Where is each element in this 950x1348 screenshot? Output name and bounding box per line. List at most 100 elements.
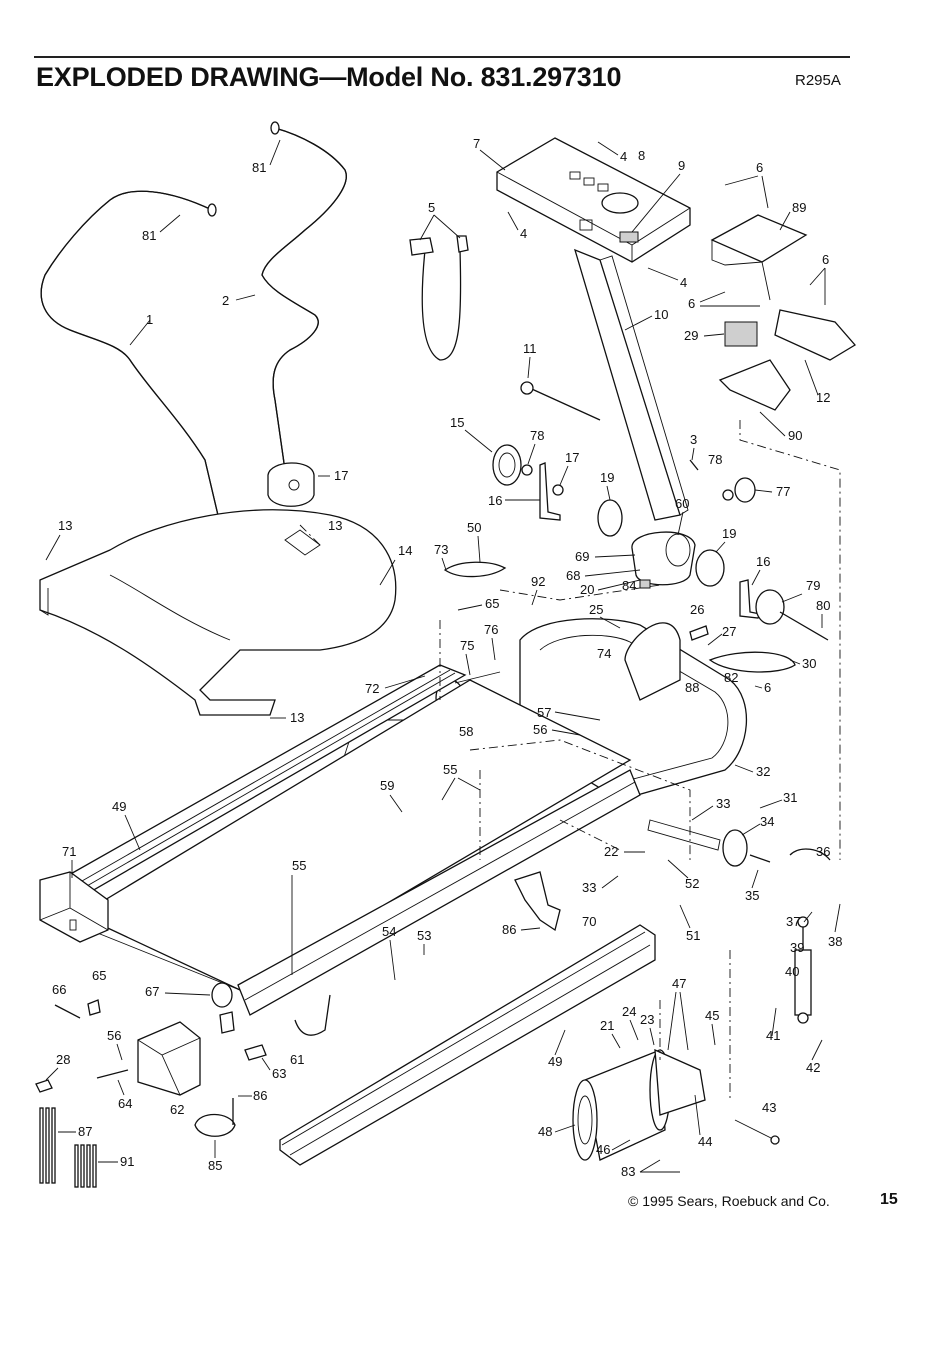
rear-roller-67 xyxy=(211,982,233,1008)
part-label: 37 xyxy=(786,914,800,929)
part-label: 47 xyxy=(672,976,686,991)
part-label: 17 xyxy=(565,450,579,465)
part-label: 24 xyxy=(622,1004,636,1019)
page-title: EXPLODED DRAWING—Model No. 831.297310 xyxy=(36,62,622,92)
part-label: 30 xyxy=(802,656,816,671)
part-label: 72 xyxy=(365,681,379,696)
part-label: 84 xyxy=(622,578,636,593)
part-label: 82 xyxy=(724,670,738,685)
part-label: 76 xyxy=(484,622,498,637)
drawing-code: R295A xyxy=(795,72,841,89)
part-label: 19 xyxy=(600,470,614,485)
part-label: 13 xyxy=(328,518,342,533)
part-label: 43 xyxy=(762,1100,776,1115)
part-label: 68 xyxy=(566,568,580,583)
part-label: 57 xyxy=(537,705,551,720)
wires xyxy=(194,561,831,1137)
part-label: 33 xyxy=(716,796,730,811)
part-label: 4 xyxy=(680,275,687,290)
part-label: 8 xyxy=(638,148,645,163)
part-label: 79 xyxy=(806,578,820,593)
part-label: 16 xyxy=(488,493,502,508)
part-label: 55 xyxy=(443,762,457,777)
part-label: 50 xyxy=(467,520,481,535)
part-label: 58 xyxy=(459,724,473,739)
part-label: 3 xyxy=(690,432,697,447)
part-label: 66 xyxy=(52,982,66,997)
part-label: 52 xyxy=(685,876,699,891)
side-rail-bottom-49 xyxy=(279,924,656,1166)
part-label: 6 xyxy=(756,160,763,175)
part-label: 6 xyxy=(822,252,829,267)
part-label: 21 xyxy=(600,1018,614,1033)
part-label: 89 xyxy=(792,200,806,215)
page-number: 15 xyxy=(880,1191,898,1208)
part-label: 60 xyxy=(675,496,689,511)
part-label: 10 xyxy=(654,307,668,322)
part-label: 49 xyxy=(548,1054,562,1069)
part-label: 75 xyxy=(460,638,474,653)
support-61 xyxy=(294,871,561,1036)
hood-cover xyxy=(39,509,397,716)
part-label: 74 xyxy=(597,646,611,661)
part-label: 34 xyxy=(760,814,774,829)
part-label: 28 xyxy=(56,1052,70,1067)
part-label: 87 xyxy=(78,1124,92,1139)
part-label: 65 xyxy=(485,596,499,611)
part-label: 88 xyxy=(685,680,699,695)
part-label: 53 xyxy=(417,928,431,943)
belt-5 xyxy=(409,235,469,361)
part-label: 32 xyxy=(756,764,770,779)
part-label: 13 xyxy=(58,518,72,533)
part-label: 83 xyxy=(621,1164,635,1179)
part-label: 81 xyxy=(142,228,156,243)
part-label: 35 xyxy=(745,888,759,903)
part-label: 78 xyxy=(530,428,544,443)
part-label: 31 xyxy=(783,790,797,805)
bracket-89 xyxy=(710,214,808,301)
part-label: 1 xyxy=(146,312,153,327)
part-label: 4 xyxy=(620,149,627,164)
side-rail-right-53 xyxy=(237,769,641,1016)
wheel-34 xyxy=(722,829,771,867)
part-label: 13 xyxy=(290,710,304,725)
part-label: 4 xyxy=(520,226,527,241)
part-label: 12 xyxy=(816,390,830,405)
header-rule xyxy=(34,56,850,58)
part-label: 70 xyxy=(582,914,596,929)
assembly-lines xyxy=(299,420,841,1100)
part-label: 91 xyxy=(120,1154,134,1169)
part-label: 65 xyxy=(92,968,106,983)
part-label: 86 xyxy=(502,922,516,937)
part-callouts: 81 81 2 1 17 13 13 14 13 5 7 4 8 9 4 4 1… xyxy=(45,136,842,1179)
part-label: 44 xyxy=(698,1134,712,1149)
part-label: 29 xyxy=(684,328,698,343)
part-label: 45 xyxy=(705,1008,719,1023)
part-label: 80 xyxy=(816,598,830,613)
part-label: 59 xyxy=(380,778,394,793)
part-label: 56 xyxy=(533,722,547,737)
part-label: 36 xyxy=(816,844,830,859)
part-label: 63 xyxy=(272,1066,286,1081)
part-label: 17 xyxy=(334,468,348,483)
part-label: 48 xyxy=(538,1124,552,1139)
frame-32 xyxy=(335,618,748,851)
part-label: 67 xyxy=(145,984,159,999)
part-label: 14 xyxy=(398,543,412,558)
part-label: 26 xyxy=(690,602,704,617)
part-label: 90 xyxy=(788,428,802,443)
part-label: 92 xyxy=(531,574,545,589)
part-label: 16 xyxy=(756,554,770,569)
console xyxy=(496,137,691,263)
part-label: 54 xyxy=(382,924,396,939)
part-label: 15 xyxy=(450,415,464,430)
copyright: © 1995 Sears, Roebuck and Co. xyxy=(628,1193,830,1209)
part-label: 49 xyxy=(112,799,126,814)
part-label: 41 xyxy=(766,1028,780,1043)
part-label: 27 xyxy=(722,624,736,639)
deck-59 xyxy=(78,679,632,991)
motor-46 xyxy=(572,1048,706,1161)
loose-parts xyxy=(35,999,267,1188)
part-label: 5 xyxy=(428,200,435,215)
part-label: 61 xyxy=(290,1052,304,1067)
